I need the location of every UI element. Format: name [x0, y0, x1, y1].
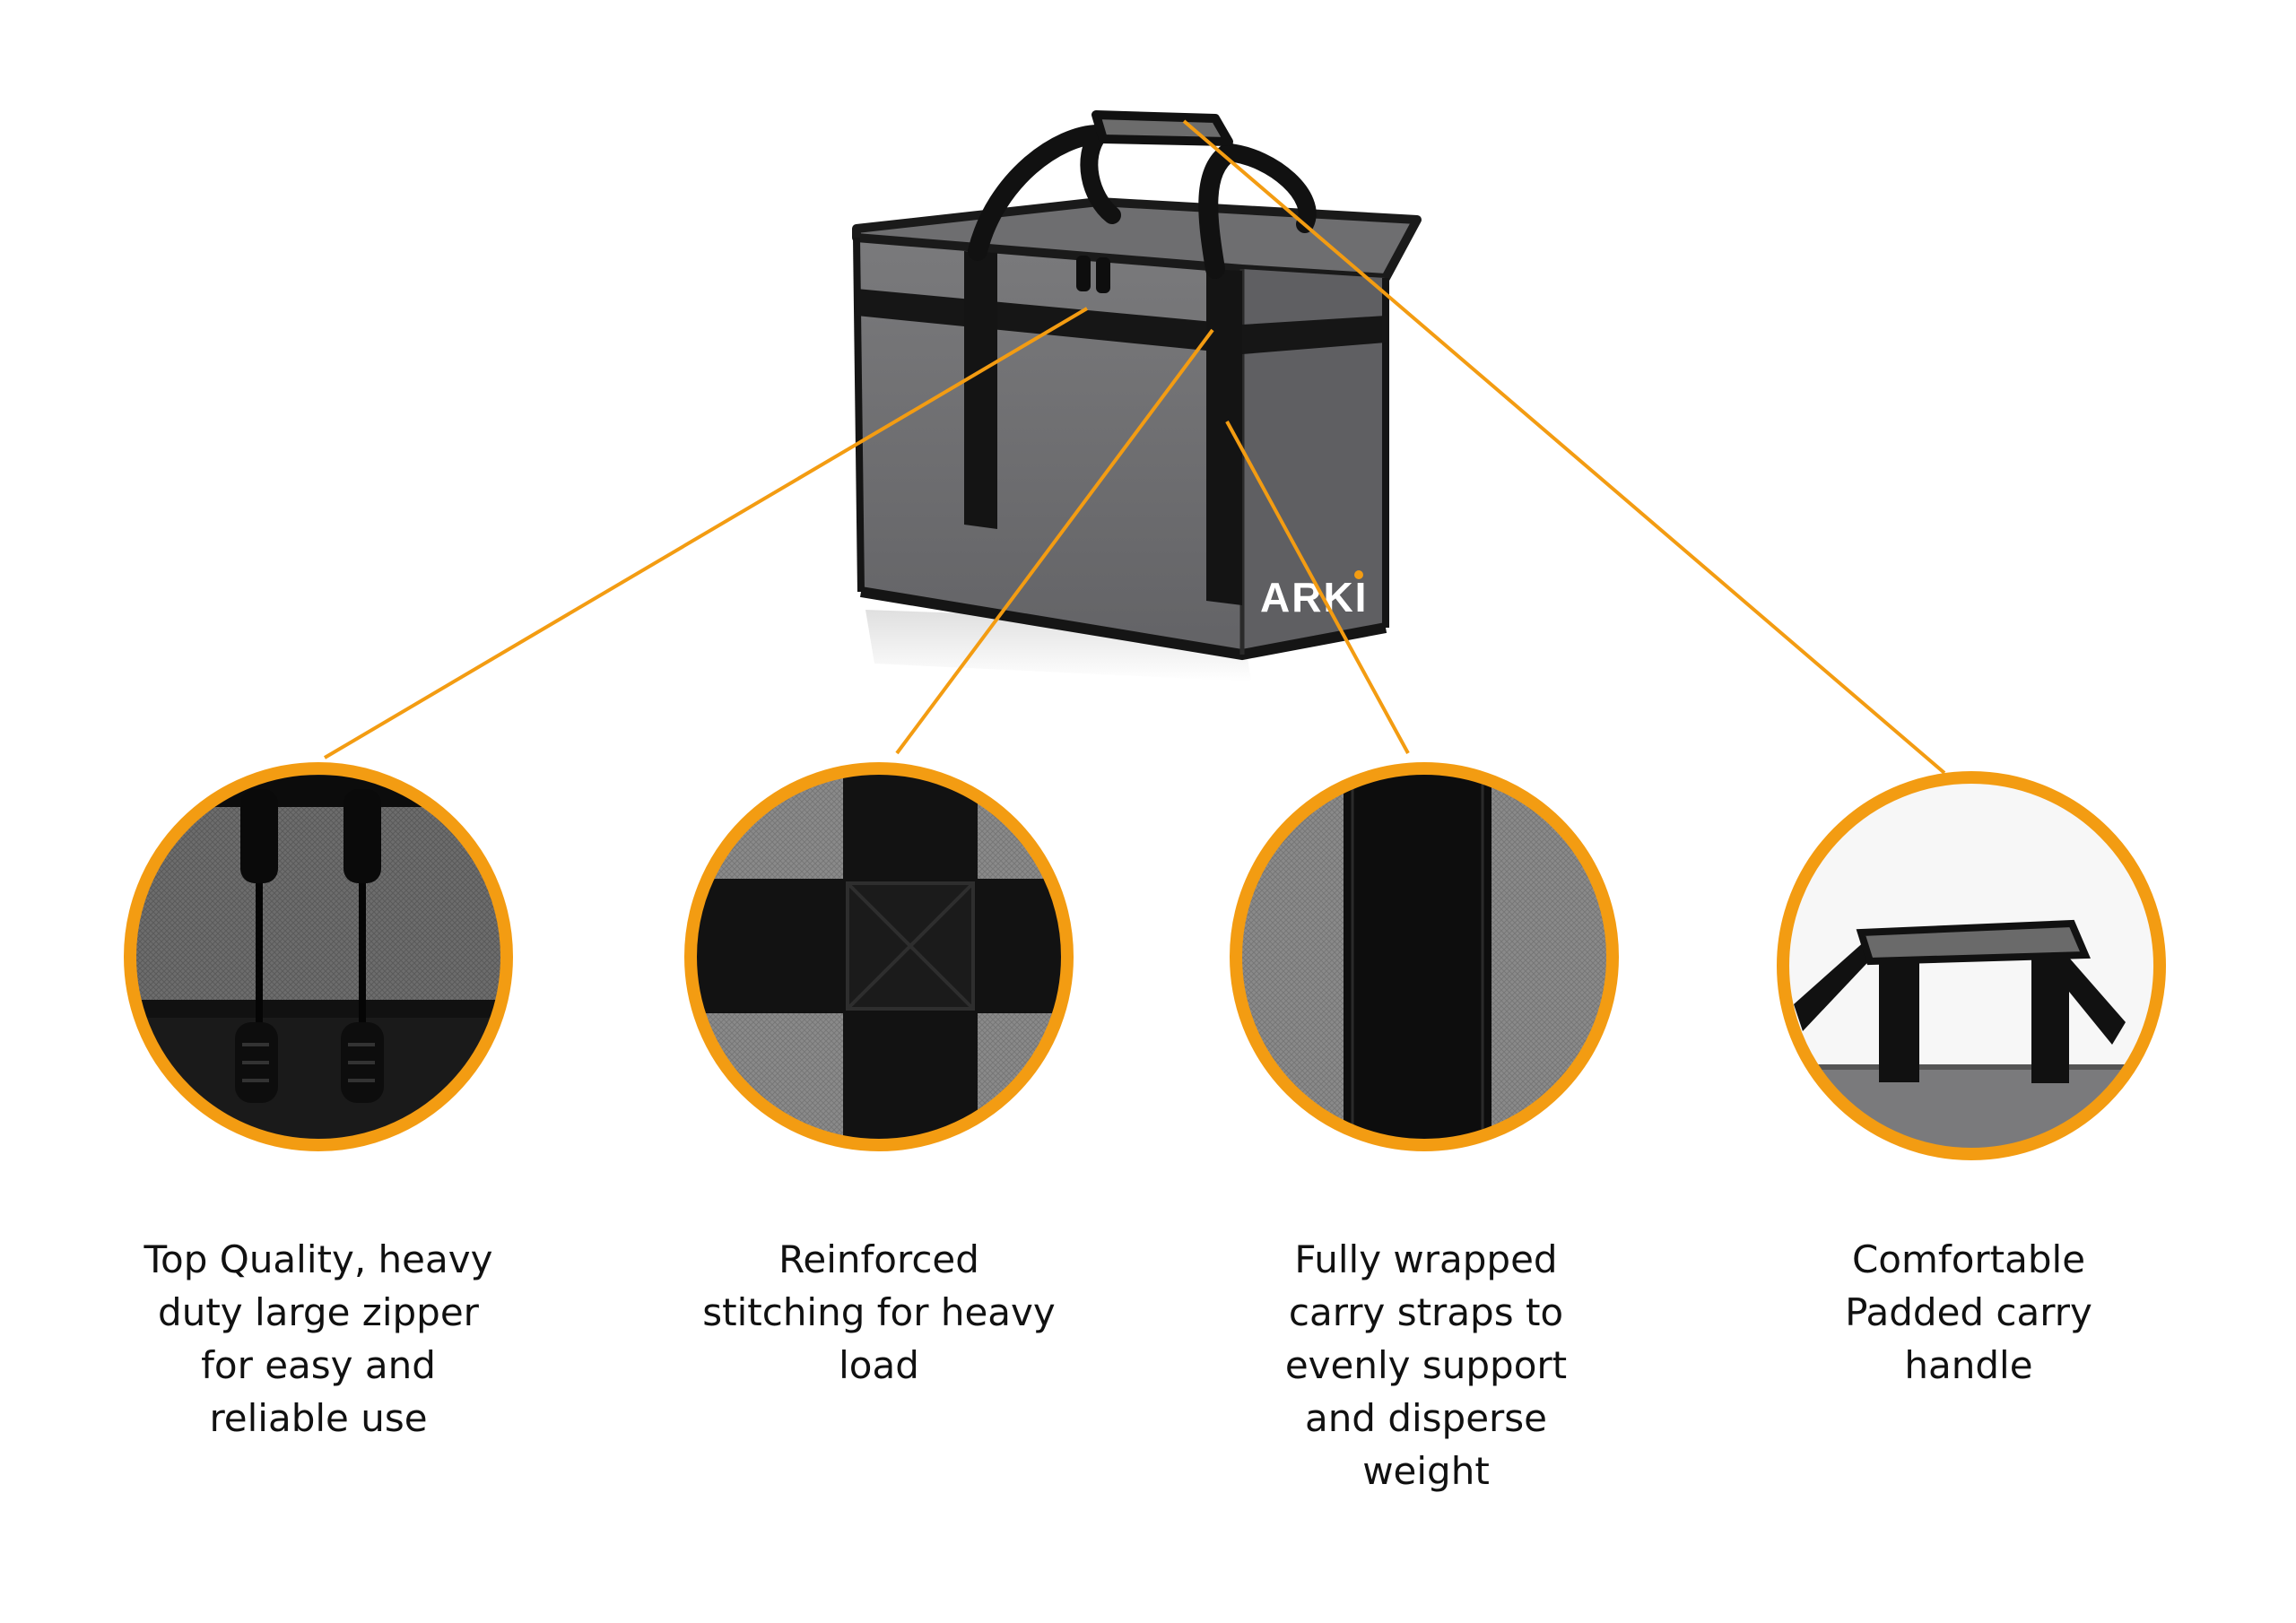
stitching-closeup-icon — [684, 762, 1074, 1151]
feature-caption-straps: Fully wrapped carry straps to evenly sup… — [1284, 1237, 1568, 1493]
feature-caption-handle: Comfortable Padded carry handle — [1845, 1237, 2092, 1387]
handle-closeup-icon — [1777, 771, 2166, 1160]
callout-line-zipper — [323, 307, 1089, 759]
callout-line-straps — [1225, 421, 1410, 754]
callout-line-stitch — [895, 328, 1214, 755]
strap-closeup-icon — [1230, 762, 1619, 1151]
feature-caption-zipper: Top Quality, heavy duty large zipper for… — [144, 1237, 493, 1440]
callout-lines — [323, 119, 1946, 775]
callout-line-handle — [1182, 119, 1946, 775]
feature-caption-stitching: Reinforced stitching for heavy load — [702, 1237, 1056, 1387]
zipper-closeup-icon — [124, 762, 513, 1151]
brand-logo-dot — [1354, 570, 1363, 579]
cooler-bag-image: ARKI — [852, 110, 1422, 681]
